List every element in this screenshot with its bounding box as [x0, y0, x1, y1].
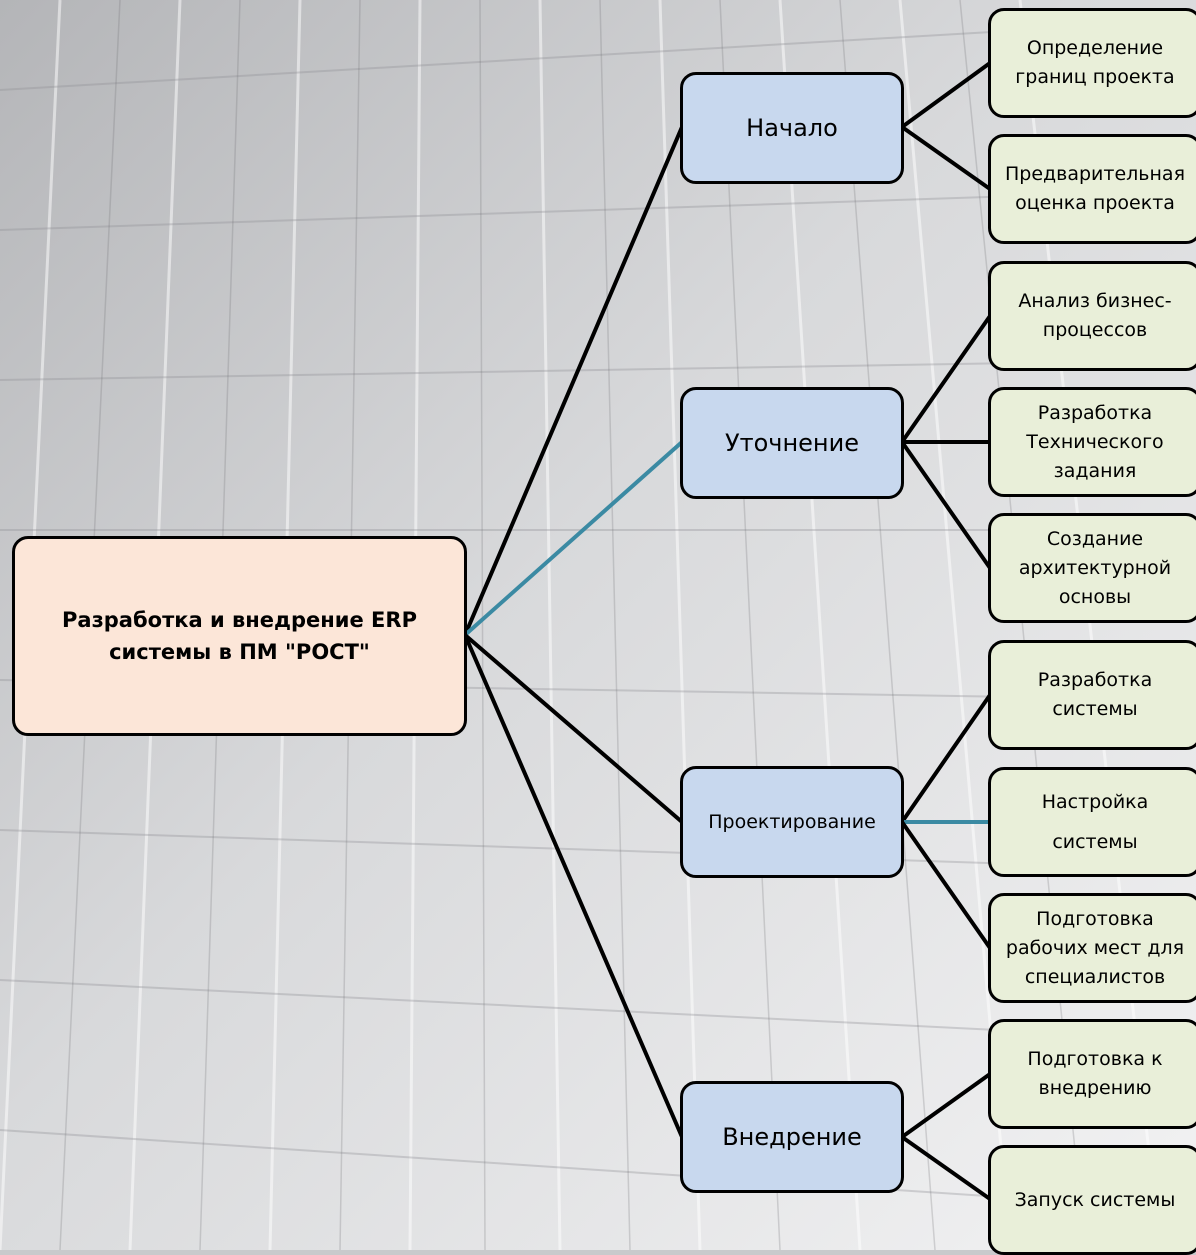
task-label-line: Предварительная [1004, 163, 1186, 185]
task-label: Предварительная оценка проекта [1005, 160, 1185, 218]
task-node-system-development: Разработка системы [988, 640, 1196, 750]
phase-label: Уточнение [725, 429, 859, 457]
task-label: Подготовка к внедрению [1027, 1045, 1162, 1103]
connector-root-vnedrenie [463, 633, 684, 1139]
task-label: Создание архитектурной основы [1019, 525, 1171, 612]
task-label-line: задания [1053, 459, 1137, 482]
task-node-implementation-prep: Подготовка к внедрению [988, 1019, 1196, 1129]
root-node: Разработка и внедрение ERP системы в ПМ … [12, 536, 467, 736]
phase-node-proektirovanie: Проектирование [680, 766, 904, 878]
task-node-technical-spec: Разработка Технического задания [988, 387, 1196, 497]
root-label-line: системы в ПМ "РОСТ" [109, 640, 370, 664]
connector-proektirovanie-task6 [900, 693, 992, 824]
phase-label: Начало [746, 114, 838, 142]
task-label-line: Разработка [1037, 669, 1153, 691]
task-label-line: Настройка [1041, 791, 1149, 813]
task-label: Разработка Технического задания [1026, 399, 1163, 486]
connector-vnedrenie-task9 [900, 1072, 992, 1139]
connector-root-utochnenie [463, 440, 684, 637]
task-label-line: Подготовка [1036, 907, 1154, 930]
phase-label: Внедрение [722, 1123, 862, 1151]
task-label: Запуск системы [1015, 1186, 1176, 1215]
task-label-line: Запуск системы [1014, 1188, 1176, 1211]
task-node-workplaces: Подготовка рабочих мест для специалистов [988, 893, 1196, 1003]
task-label-line: Технического [1026, 430, 1164, 453]
connector-proektirovanie-task8 [900, 820, 992, 950]
connector-root-proektirovanie [463, 633, 684, 824]
task-node-system-launch: Запуск системы [988, 1145, 1196, 1255]
task-node-preliminary-estimate: Предварительная оценка проекта [988, 134, 1196, 244]
task-label-line: границ проекта [1015, 66, 1175, 88]
task-label: Разработка системы [1038, 666, 1152, 724]
connector-root-nachalo [463, 125, 684, 637]
task-label: Настройка системы [1042, 782, 1149, 862]
task-label: Определение границ проекта [1015, 34, 1174, 92]
connector-utochnenie-task5 [900, 440, 992, 570]
phase-node-utochnenie: Уточнение [680, 387, 904, 499]
root-label-line: Разработка и внедрение ERP [62, 608, 417, 632]
phase-label: Проектирование [708, 811, 876, 833]
task-label-line: процессов [1042, 319, 1148, 341]
task-label-line: специалистов [1024, 965, 1166, 988]
task-node-system-setup: Настройка системы [988, 767, 1196, 877]
task-label-line: системы [1052, 698, 1138, 720]
phase-node-vnedrenie: Внедрение [680, 1081, 904, 1193]
task-label-line: Определение [1026, 37, 1164, 59]
task-label-line: внедрению [1038, 1077, 1152, 1099]
task-label-line: системы [1052, 831, 1138, 853]
task-node-process-analysis: Анализ бизнес- процессов [988, 261, 1196, 371]
task-label-line: рабочих мест для [1005, 936, 1185, 959]
task-label-line: Подготовка к [1027, 1048, 1163, 1070]
root-label: Разработка и внедрение ERP системы в ПМ … [62, 604, 417, 668]
task-label-line: архитектурной [1018, 556, 1172, 579]
task-label-line: основы [1058, 585, 1132, 608]
task-label-line: Разработка [1037, 401, 1153, 424]
task-node-architecture: Создание архитектурной основы [988, 513, 1196, 623]
task-label-line: оценка проекта [1015, 192, 1175, 214]
connector-nachalo-task1 [900, 61, 992, 129]
task-label: Подготовка рабочих мест для специалистов [1006, 905, 1184, 992]
phase-node-nachalo: Начало [680, 72, 904, 184]
connector-vnedrenie-task10 [900, 1135, 992, 1201]
connector-utochnenie-task3 [900, 314, 992, 444]
task-label: Анализ бизнес- процессов [1018, 287, 1171, 345]
task-node-scope: Определение границ проекта [988, 8, 1196, 118]
task-label-line: Анализ бизнес- [1018, 290, 1172, 312]
task-label-line: Создание [1046, 527, 1144, 550]
connector-nachalo-task2 [900, 125, 992, 191]
